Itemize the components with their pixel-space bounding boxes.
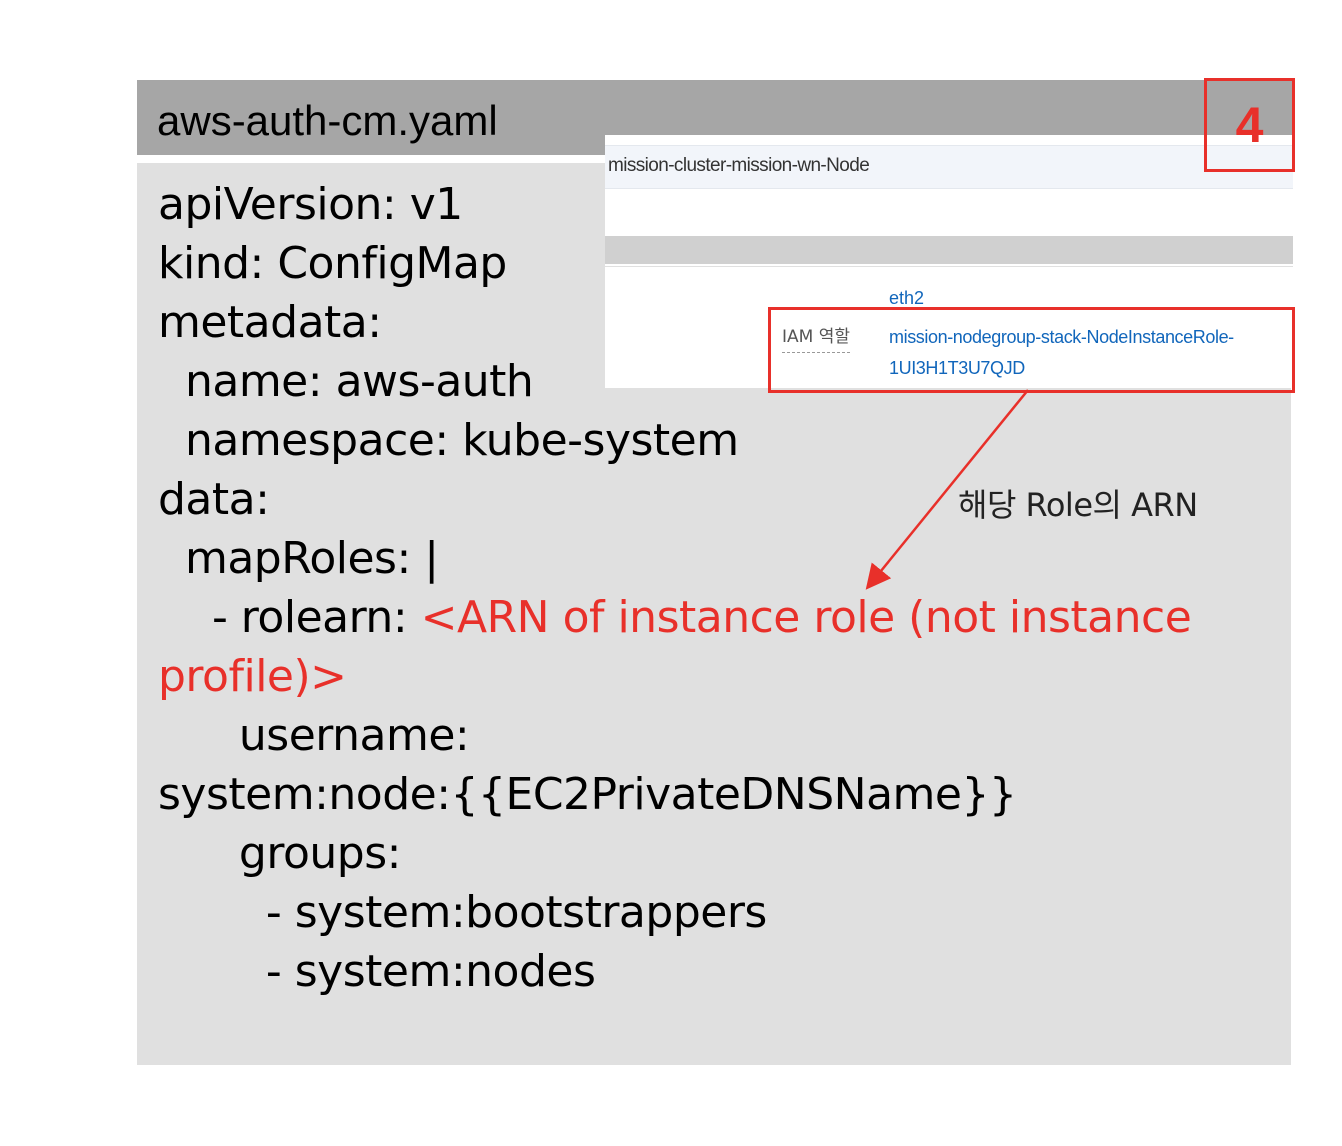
code-line: system:node:{{EC2PrivateDNSName}} [158, 769, 1017, 820]
code-line: metadata: [158, 297, 382, 348]
code-line: namespace: kube-system [158, 415, 739, 466]
file-name: aws-auth-cm.yaml [157, 97, 498, 144]
step-number-badge: 4 [1204, 78, 1295, 172]
node-name-row: mission-cluster-mission-wn-Node [605, 145, 1293, 189]
console-screenshot-inset: mission-cluster-mission-wn-Node eth2 IAM… [605, 135, 1293, 388]
network-interface-link[interactable]: eth2 [889, 288, 925, 308]
step-number: 4 [1235, 97, 1264, 153]
rolearn-placeholder-cont: profile)> [158, 651, 347, 702]
iam-role-label: IAM 역할 [782, 322, 850, 353]
code-line: username: [158, 710, 470, 761]
iam-role-link[interactable]: mission-nodegroup-stack-NodeInstanceRole… [889, 327, 1234, 378]
code-line: name: aws-auth [158, 356, 534, 407]
node-name: mission-cluster-mission-wn-Node [608, 155, 870, 176]
code-line: - system:nodes [158, 946, 596, 997]
arn-annotation: 해당 Role의 ARN [958, 486, 1198, 524]
code-line: - system:bootstrappers [158, 887, 767, 938]
divider-line [605, 266, 1293, 267]
code-line: groups: [158, 828, 402, 879]
rolearn-placeholder: <ARN of instance role (not instance [420, 592, 1192, 643]
section-divider [605, 236, 1293, 264]
arrow-line [865, 389, 1029, 590]
iam-role-highlight-box [768, 307, 1295, 393]
code-line: - rolearn: [158, 592, 421, 643]
code-line: apiVersion: v1 [158, 179, 463, 230]
code-line: kind: ConfigMap [158, 238, 507, 289]
yaml-code: apiVersion: v1 kind: ConfigMap metadata:… [158, 175, 1192, 1001]
code-line: mapRoles: | [158, 533, 439, 584]
code-line: data: [158, 474, 270, 525]
